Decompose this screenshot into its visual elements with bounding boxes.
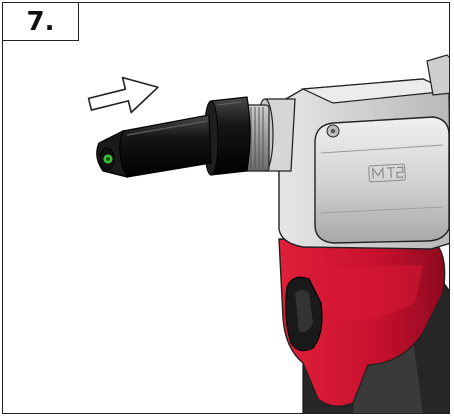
brand-logo [368, 163, 406, 183]
step-number-box: 7. [3, 3, 79, 41]
instruction-panel: 7. [2, 2, 450, 414]
arrow-right-outline-icon [87, 76, 159, 114]
rivet-tool-illustration [87, 54, 449, 413]
nose-piece [96, 114, 212, 178]
step-number: 7. [26, 6, 55, 37]
